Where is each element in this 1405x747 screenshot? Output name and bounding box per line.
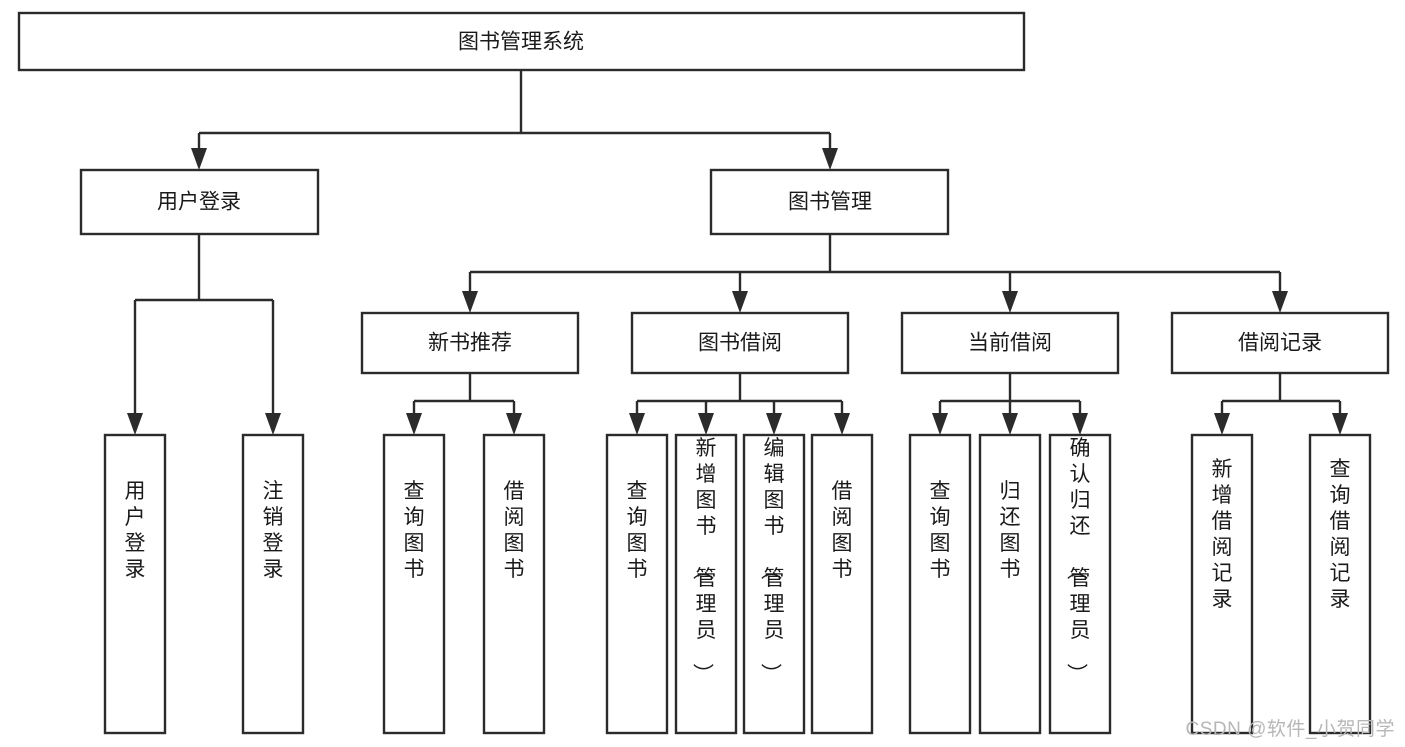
leaf-user-login-2[interactable]: 注销登录 <box>241 433 305 735</box>
connector-group-root-to-level2 <box>191 70 838 170</box>
node-book-management-box <box>709 168 950 236</box>
leaf-current-borrow-3[interactable]: 确认归还（管理员） <box>1048 433 1112 735</box>
node-current-borrow-label: 当前借阅 <box>968 332 1052 355</box>
arrow-to-leaf-add-book <box>698 413 714 435</box>
leaf-book-borrow-1-box <box>605 433 669 735</box>
leaf-book-borrow-2-box <box>674 433 738 735</box>
leaf-user-login-2-label: 注销登录 <box>263 480 284 581</box>
arrow-to-user-login <box>191 148 207 170</box>
leaf-book-borrow-3[interactable]: 编辑图书（管理员） <box>742 433 806 735</box>
leaf-book-borrow-4[interactable]: 借阅图书 <box>810 433 874 735</box>
leaf-new-book-2[interactable]: 借阅图书 <box>482 433 546 735</box>
arrow-to-leaf-query-book-c <box>932 413 948 435</box>
leaf-current-borrow-2-box <box>978 433 1042 735</box>
node-new-book-recommend[interactable]: 新书推荐 <box>360 311 580 375</box>
node-new-book-recommend-label: 新书推荐 <box>428 332 512 355</box>
node-book-borrow-box <box>630 311 850 375</box>
leaf-new-book-1-label: 查询图书 <box>404 480 425 581</box>
leaf-current-borrow-3-label: 确认归还（管理员） <box>1065 437 1091 684</box>
node-borrow-record[interactable]: 借阅记录 <box>1170 311 1390 375</box>
node-root-book-management-system[interactable]: 图书管理系统 <box>17 11 1026 72</box>
node-book-management-label: 图书管理 <box>788 191 872 214</box>
leaf-borrow-record-2-box <box>1308 433 1372 735</box>
node-current-borrow-box <box>900 311 1120 375</box>
leaf-user-login-1-label: 用户登录 <box>125 480 146 581</box>
connector-group-user-login-to-leaves <box>127 234 281 435</box>
leaf-book-borrow-3-label: 编辑图书（管理员） <box>759 437 785 684</box>
arrow-to-leaf-query-book-a <box>406 413 422 435</box>
leaf-new-book-2-label: 借阅图书 <box>504 480 525 581</box>
leaf-book-borrow-2-label: 新增图书（管理员） <box>691 437 717 684</box>
node-borrow-record-box <box>1170 311 1390 375</box>
leaf-new-book-1-box <box>382 433 446 735</box>
arrow-to-book-borrow <box>732 291 748 313</box>
connector-group-current-borrow-to-leaves <box>932 373 1088 435</box>
arrow-to-leaf-edit-book <box>766 413 782 435</box>
leaf-borrow-record-1-label: 新增借阅记录 <box>1212 458 1233 611</box>
connector-group-book-borrow-to-leaves <box>629 373 850 435</box>
leaf-book-borrow-2[interactable]: 新增图书（管理员） <box>674 433 738 735</box>
leaf-book-borrow-3-box <box>742 433 806 735</box>
arrow-to-borrow-record <box>1272 291 1288 313</box>
leaf-book-borrow-4-label: 借阅图书 <box>832 480 853 581</box>
arrow-to-leaf-return-book <box>1002 413 1018 435</box>
node-user-login[interactable]: 用户登录 <box>79 168 320 236</box>
leaf-current-borrow-3-box <box>1048 433 1112 735</box>
arrow-to-leaf-confirm-return <box>1072 413 1088 435</box>
leaf-borrow-record-1[interactable]: 新增借阅记录 <box>1190 433 1254 735</box>
leaf-borrow-record-1-box <box>1190 433 1254 735</box>
node-root-label: 图书管理系统 <box>458 31 584 54</box>
leaf-current-borrow-1[interactable]: 查询图书 <box>908 433 972 735</box>
leaf-current-borrow-1-label: 查询图书 <box>930 480 951 581</box>
node-book-borrow-label: 图书借阅 <box>698 332 782 355</box>
leaf-user-login-1-box <box>103 433 167 735</box>
arrow-to-leaf-borrow-book-a <box>506 413 522 435</box>
arrow-to-leaf-query-book-b <box>629 413 645 435</box>
leaf-book-borrow-1[interactable]: 查询图书 <box>605 433 669 735</box>
leaf-borrow-record-2[interactable]: 查询借阅记录 <box>1308 433 1372 735</box>
leaf-current-borrow-1-box <box>908 433 972 735</box>
node-borrow-record-label: 借阅记录 <box>1238 332 1322 355</box>
arrow-to-leaf-user-login <box>127 413 143 435</box>
connector-group-borrow-record-to-leaves <box>1214 373 1348 435</box>
connector-group-new-book-to-leaves <box>406 373 522 435</box>
arrow-to-leaf-add-record <box>1214 413 1230 435</box>
node-current-borrow[interactable]: 当前借阅 <box>900 311 1120 375</box>
leaf-borrow-record-2-label: 查询借阅记录 <box>1330 458 1351 611</box>
leaf-current-borrow-2[interactable]: 归还图书 <box>978 433 1042 735</box>
arrow-to-leaf-logout-login <box>265 413 281 435</box>
node-root-box <box>17 11 1026 72</box>
leaf-new-book-2-box <box>482 433 546 735</box>
leaf-user-login-1[interactable]: 用户登录 <box>103 433 167 735</box>
node-book-management[interactable]: 图书管理 <box>709 168 950 236</box>
node-user-login-label: 用户登录 <box>157 191 241 214</box>
leaf-book-borrow-4-box <box>810 433 874 735</box>
leaf-current-borrow-2-label: 归还图书 <box>1000 480 1021 581</box>
leaf-book-borrow-1-label: 查询图书 <box>627 480 648 581</box>
connector-group-book-manage-to-level3 <box>462 234 1288 313</box>
leaf-new-book-1[interactable]: 查询图书 <box>382 433 446 735</box>
arrow-to-leaf-borrow-book-b <box>834 413 850 435</box>
leaf-user-login-2-box <box>241 433 305 735</box>
node-new-book-recommend-box <box>360 311 580 375</box>
node-book-borrow[interactable]: 图书借阅 <box>630 311 850 375</box>
arrow-to-new-book-recommend <box>462 291 478 313</box>
arrow-to-book-manage <box>822 148 838 170</box>
arrow-to-leaf-query-record <box>1332 413 1348 435</box>
node-user-login-box <box>79 168 320 236</box>
arrow-to-current-borrow <box>1002 291 1018 313</box>
